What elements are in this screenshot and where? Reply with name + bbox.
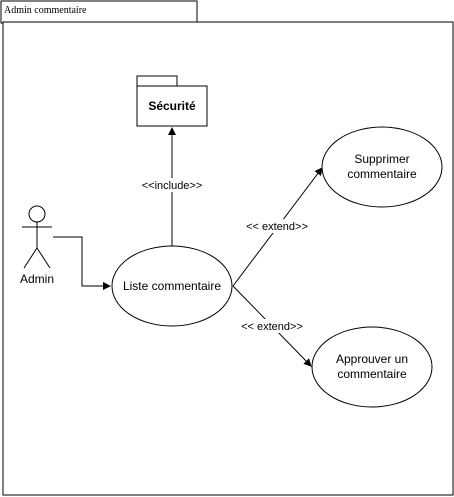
frame-title: Admin commentaire [4,5,87,16]
use-case-approuver-commentaire[interactable]: Approuver un commentaire [311,326,433,408]
extend-label-2: << extend>> [241,321,303,333]
extend-relation-supprimer: << extend>> [232,167,323,287]
frame-body [2,21,454,496]
include-label-bg [140,178,206,192]
include-label: <<include>> [142,180,203,192]
use-case-approuver-label-line1: Approuver un [336,352,408,366]
use-case-supprimer-label-line2: commentaire [347,167,417,181]
extend-label-2-bg [240,319,304,333]
package-body [136,85,208,127]
use-case-approuver-label-line2: commentaire [337,367,407,381]
actor-label: Admin [20,272,54,286]
use-case-liste-label: Liste commentaire [123,279,221,293]
extend-label-1: << extend>> [246,221,308,233]
actor-right-leg [36,247,51,269]
package-tab [136,75,178,87]
use-case-liste-commentaire[interactable]: Liste commentaire [111,245,233,327]
use-case-supprimer-commentaire[interactable]: Supprimer commentaire [321,126,443,208]
association-admin-liste [53,236,111,290]
package-securite[interactable]: Sécurité [136,75,208,127]
use-case-supprimer-label-line1: Supprimer [354,152,409,166]
actor-head [28,205,46,223]
actor-left-leg [23,247,38,269]
package-label: Sécurité [148,99,196,113]
use-case-supprimer-ellipse [321,126,443,208]
extend-label-1-bg [245,219,309,233]
include-relation: <<include>> [140,127,206,246]
extend-relation-approuver: << extend>> [232,285,312,367]
use-case-approuver-ellipse [311,326,433,408]
actor-admin[interactable]: Admin [20,205,54,286]
